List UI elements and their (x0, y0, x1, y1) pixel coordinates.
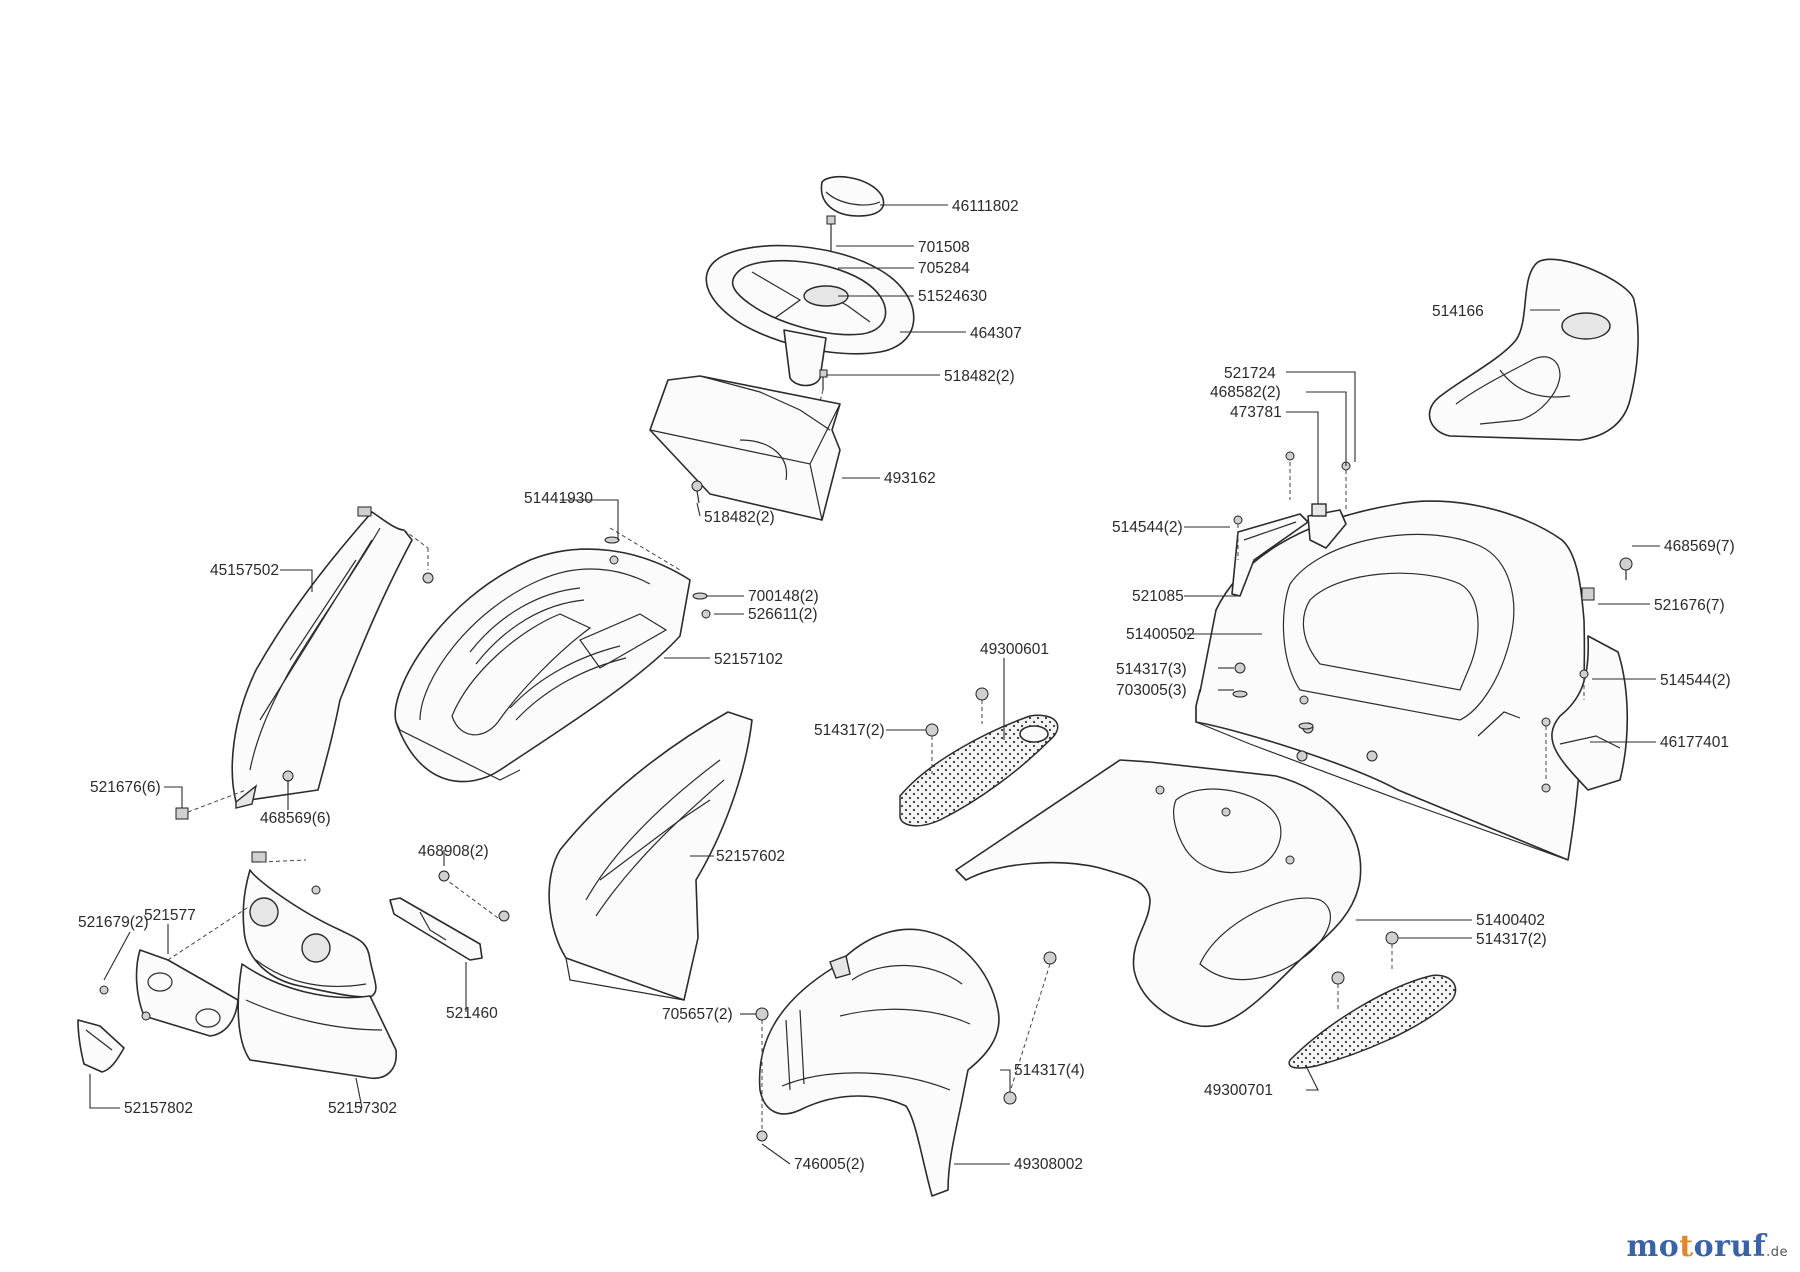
clip-521676-right (1581, 557, 1633, 601)
seat-switch-bracket-521085 (1231, 513, 1309, 597)
label-46111802: 46111802 (952, 198, 1019, 215)
label-521679: 521679(2) (78, 914, 149, 931)
label-700148: 700148(2) (748, 588, 819, 605)
label-521577: 521577 (144, 907, 196, 924)
label-518482-top: 518482(2) (944, 368, 1015, 385)
label-52157602: 52157602 (716, 848, 785, 865)
watermark-letter: m (1626, 1229, 1659, 1264)
label-521676-6: 521676(6) (90, 779, 161, 796)
label-521676-7: 521676(7) (1654, 597, 1725, 614)
headlight-lens-521577 (135, 905, 251, 1037)
motoruf-watermark: motoruf.de (1626, 1229, 1788, 1264)
corner-cover-52157802 (77, 1019, 125, 1073)
seat-switch-473781 (1285, 451, 1351, 549)
label-52157802: 52157802 (124, 1100, 193, 1117)
label-514544-left: 514544(2) (1112, 519, 1183, 536)
label-514544-right: 514544(2) (1660, 672, 1731, 689)
rear-body-51400502 (1195, 500, 1586, 861)
footrest-right-49300701 (1288, 931, 1457, 1069)
label-705284: 705284 (918, 260, 970, 277)
label-45157502: 45157502 (210, 562, 279, 579)
hood (394, 527, 691, 783)
label-49300701: 49300701 (1204, 1082, 1273, 1099)
label-705657: 705657(2) (662, 1006, 733, 1023)
dashboard-panel (649, 375, 841, 521)
label-51400502: 51400502 (1126, 626, 1195, 643)
watermark-letter: o (1693, 1229, 1715, 1264)
watermark-letter: r (1714, 1229, 1731, 1264)
label-521085: 521085 (1132, 588, 1184, 605)
dash-bolt-bottom (691, 480, 703, 504)
front-bumper (237, 963, 397, 1079)
fastener-514317-703005 (1232, 662, 1314, 730)
watermark-letter: u (1730, 1229, 1753, 1264)
seat (1428, 258, 1639, 441)
watermark-letter: f (1752, 1229, 1767, 1264)
label-52157302: 52157302 (328, 1100, 397, 1117)
steering-wheel (705, 244, 915, 387)
label-514317-3: 514317(3) (1116, 661, 1187, 678)
hood-fastener-700148 (692, 592, 711, 619)
label-473781: 473781 (1230, 404, 1282, 421)
label-514317-2-mid: 514317(2) (814, 722, 885, 739)
grille-bracket-521460 (389, 870, 510, 961)
label-468569-7: 468569(7) (1664, 538, 1735, 555)
rear-right-cover-46177401 (1541, 635, 1629, 793)
label-52157102: 52157102 (714, 651, 783, 668)
label-526611: 526611(2) (748, 606, 818, 623)
watermark-letter: t (1679, 1229, 1694, 1264)
label-468569-6: 468569(6) (260, 810, 331, 827)
left-front-fender (231, 506, 434, 809)
label-464307: 464307 (970, 325, 1022, 342)
label-703005: 703005(3) (1116, 682, 1187, 699)
label-521724: 521724 (1224, 365, 1276, 382)
front-grille (242, 851, 377, 998)
screw-514544-left (1233, 515, 1243, 560)
label-514166: 514166 (1432, 303, 1484, 320)
footrest-left-49300601 (899, 687, 1059, 827)
floor-panel-51400402 (955, 759, 1362, 1028)
label-518482-bottom: 518482(2) (704, 509, 775, 526)
steering-cap (820, 175, 885, 217)
label-468582: 468582(2) (1210, 384, 1281, 401)
watermark-letter: o (1658, 1229, 1680, 1264)
part-number-labels: 46111802 701508 705284 51524630 464307 5… (78, 198, 1735, 1173)
label-514317-4: 514317(4) (1014, 1062, 1085, 1079)
right-front-fender (548, 711, 753, 1001)
label-49308002: 49308002 (1014, 1156, 1083, 1173)
label-49300601: 49300601 (980, 641, 1049, 658)
label-51441930: 51441930 (524, 490, 593, 507)
label-46177401: 46177401 (1660, 734, 1729, 751)
label-514317-2-right: 514317(2) (1476, 931, 1547, 948)
center-tunnel-49308002 (755, 928, 1057, 1197)
label-51400402: 51400402 (1476, 912, 1545, 929)
screw-521679 (99, 985, 151, 1021)
label-746005: 746005(2) (794, 1156, 865, 1173)
label-701508: 701508 (918, 239, 970, 256)
label-493162: 493162 (884, 470, 936, 487)
label-468908: 468908(2) (418, 843, 489, 860)
screw-468569-left (282, 770, 294, 790)
leader-lines (89, 204, 1660, 1165)
label-51524630: 51524630 (918, 288, 987, 305)
label-521460: 521460 (446, 1005, 498, 1022)
watermark-suffix: .de (1766, 1245, 1788, 1260)
